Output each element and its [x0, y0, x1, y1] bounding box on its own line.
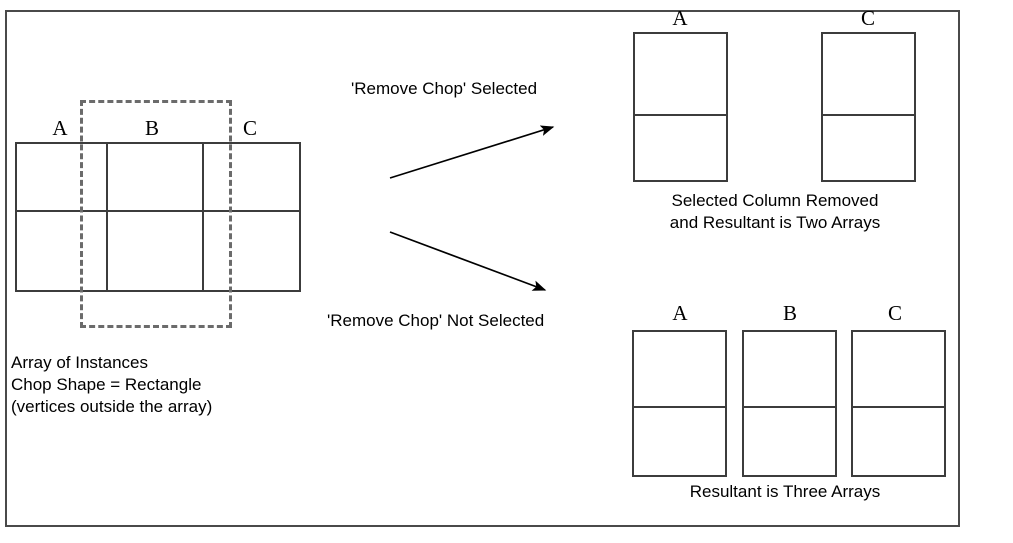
result-bottom-array-c-divider: [853, 406, 944, 408]
source-col-divider-bc: [202, 144, 204, 290]
source-label-c: C: [242, 116, 257, 140]
result-bottom-array-a: [632, 330, 727, 477]
result-top-label-c: C: [860, 6, 875, 30]
source-caption-line-3: (vertices outside the array): [11, 397, 213, 416]
arrow-label-remove-chop-selected: 'Remove Chop' Selected: [351, 79, 538, 98]
result-bottom-label-c: C: [887, 301, 902, 325]
arrow-label-remove-chop-not-selected: 'Remove Chop' Not Selected: [327, 311, 545, 330]
source-label-b: B: [144, 116, 159, 140]
source-array: [15, 142, 301, 292]
result-bottom-array-a-divider: [634, 406, 725, 408]
source-col-divider-ab: [106, 144, 108, 290]
result-top-array-c-divider: [823, 114, 914, 116]
result-bottom-label-a: A: [672, 301, 688, 325]
result-top-label-a: A: [672, 6, 688, 30]
result-bottom-array-c: [851, 330, 946, 477]
result-top-caption-line-1: Selected Column Removed: [671, 191, 879, 210]
result-bottom-array-b: [742, 330, 837, 477]
result-bottom-caption: Resultant is Three Arrays: [689, 482, 881, 501]
result-top-array-a-divider: [635, 114, 726, 116]
source-caption-line-1: Array of Instances: [11, 353, 149, 372]
chop-shape-rectangle: [80, 100, 232, 328]
result-top-caption-line-2: and Resultant is Two Arrays: [669, 213, 881, 232]
source-row-divider: [17, 210, 299, 212]
result-bottom-array-b-divider: [744, 406, 835, 408]
source-caption-line-2: Chop Shape = Rectangle: [11, 375, 202, 394]
result-bottom-label-b: B: [782, 301, 797, 325]
diagram-outer-frame: [5, 10, 960, 527]
source-label-a: A: [52, 116, 68, 140]
result-top-array-c: [821, 32, 916, 182]
result-top-array-a: [633, 32, 728, 182]
